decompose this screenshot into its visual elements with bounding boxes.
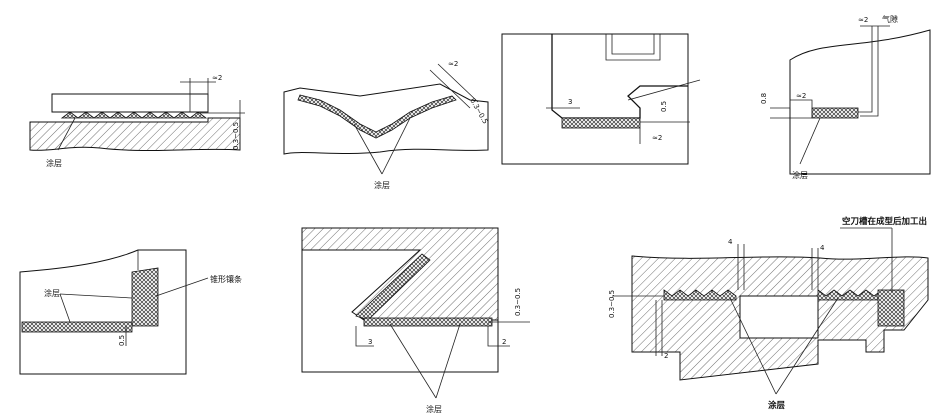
f3-thickness-label: 0.5 [660, 101, 668, 112]
f5-coating-label: 涂层 [44, 288, 60, 298]
f4-coating [811, 107, 859, 119]
f3-gap-bottom-label: ≈2 [652, 134, 662, 142]
f6-thickness-label: 0.3~0.5 [514, 288, 522, 316]
f5-coating [21, 321, 133, 333]
figure-1: ≈2 0.3~0.5 涂层 [29, 74, 245, 168]
f6-gap-left-label: 3 [368, 338, 372, 346]
f1-coating-label: 涂层 [46, 158, 62, 168]
f4-coating-label: 涂层 [792, 170, 808, 180]
figure-2: ≈2 0.3~0.5 涂层 [283, 60, 489, 190]
f7-coating-right [817, 289, 883, 301]
f5-insert-strip [131, 267, 159, 327]
f3-coating [561, 117, 641, 129]
f3-cavity-outline [551, 34, 688, 119]
f7-cavity [739, 295, 819, 339]
f3-top-insert [605, 34, 661, 61]
f5-insert-label: 锥形镶条 [210, 274, 242, 284]
f7-thickness-label: 0.3~0.5 [608, 290, 616, 318]
f7-coating-left [663, 289, 737, 301]
f4-gap-top-label: ≈2 [858, 16, 868, 24]
f5-part [19, 249, 187, 375]
f7-coating-label: 涂层 [768, 400, 786, 411]
f4-air-gap-line [858, 26, 873, 113]
f7-dim-bottom-label: 2 [664, 352, 668, 360]
f7-dim-top1-label: 4 [728, 238, 733, 246]
figure-3: 3 0.5 ≈2 [501, 33, 701, 165]
f6-coating [363, 317, 493, 327]
figure-7: 0.3~0.5 4 4 2 空刀槽在成型后加工出 涂层 [608, 216, 929, 411]
f7-note-label: 空刀槽在成型后加工出 [842, 216, 927, 227]
figure-6: 0.3~0.5 3 2 涂层 [301, 227, 530, 414]
f2-part [283, 83, 489, 155]
f7-coating-side [877, 289, 905, 327]
figure-5: 0.5 涂层 锥形镶条 [19, 249, 242, 375]
f1-gap-label: ≈2 [212, 74, 222, 82]
f2-coating-label: 涂层 [374, 180, 390, 190]
f1-thickness-label: 0.3~0.5 [232, 122, 240, 150]
f2-gap-label: ≈2 [448, 60, 458, 68]
f1-upper-part [51, 93, 209, 113]
f1-coating [60, 111, 208, 119]
f4-dim-label: 0.8 [760, 93, 768, 104]
f2-coating [297, 94, 457, 139]
f4-air-gap-label: 气隙 [882, 14, 898, 24]
f6-coating-label: 涂层 [426, 404, 442, 414]
f7-dim-top2-label: 4 [820, 244, 825, 252]
f6-gap-right-label: 2 [502, 338, 506, 346]
f4-part [789, 29, 931, 175]
f3-frame [501, 33, 689, 165]
f4-gap-small-label: ≈2 [796, 92, 806, 100]
f3-gap-side-label: 3 [568, 98, 572, 106]
f1-base [29, 117, 241, 152]
f5-dim-label: 0.5 [118, 335, 126, 346]
figure-4: ≈2 气隙 ≈2 0.8 涂层 [760, 14, 931, 180]
